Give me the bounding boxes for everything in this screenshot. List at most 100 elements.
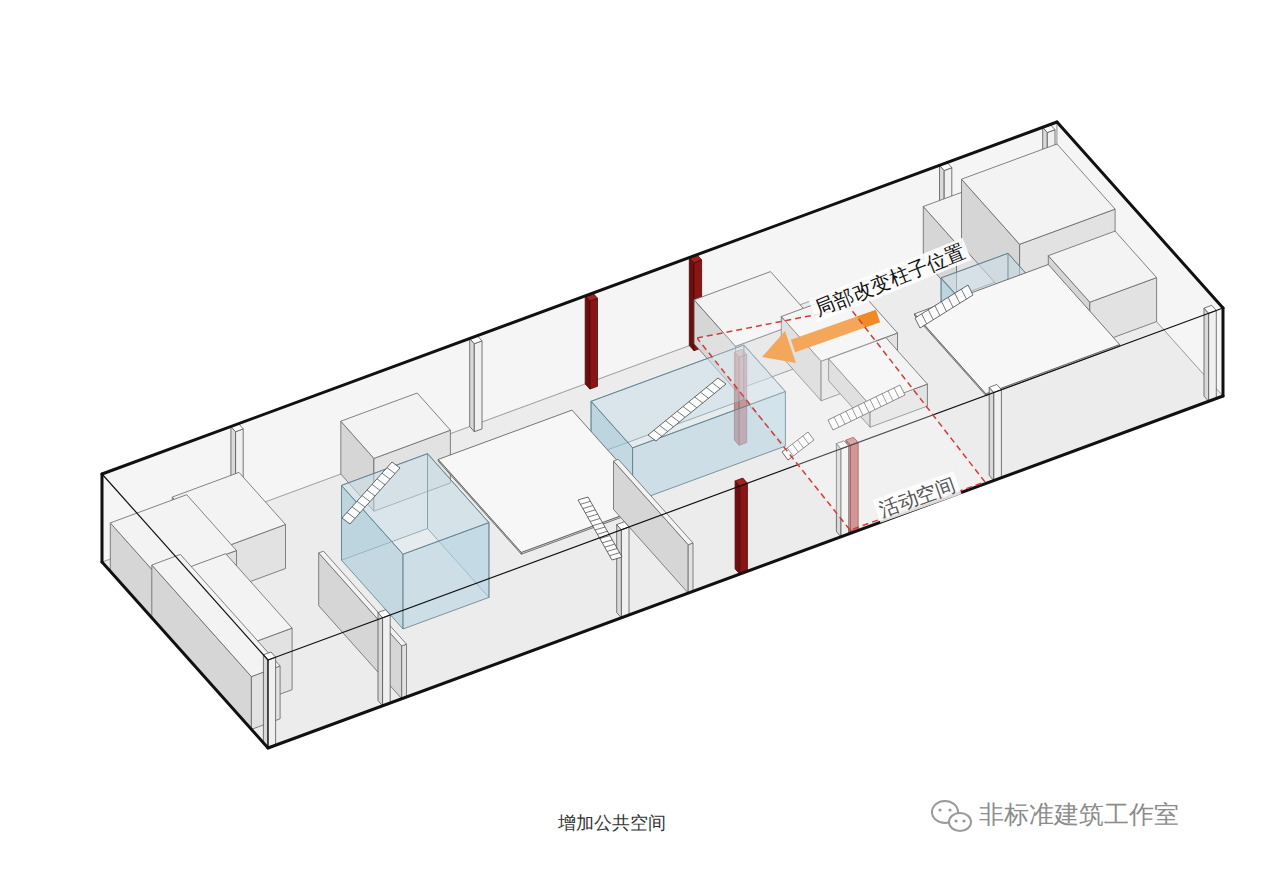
stair-tread	[677, 411, 685, 417]
stair-tread	[706, 388, 714, 394]
moved-column	[735, 478, 747, 574]
stair-tread	[654, 430, 662, 436]
stair	[578, 497, 622, 560]
block-face	[1209, 311, 1217, 402]
stair-tread	[602, 540, 612, 543]
stair-tread	[387, 468, 395, 474]
stair-tread	[607, 548, 617, 551]
stair-tread	[347, 512, 355, 518]
block-face	[152, 554, 280, 676]
stair-tread	[961, 289, 966, 299]
stair-tread	[610, 553, 620, 556]
column	[1204, 305, 1216, 401]
block-face	[474, 341, 482, 432]
block-face	[402, 644, 407, 699]
stair-tread	[695, 397, 703, 403]
stair-tread	[362, 496, 370, 502]
wall-block	[152, 554, 280, 729]
icon-eye	[938, 808, 941, 811]
block-face	[378, 613, 383, 706]
figure-caption: 增加公共空间	[558, 812, 666, 834]
stair-tread	[666, 421, 674, 427]
block-face	[621, 527, 629, 618]
building-model	[102, 122, 1223, 748]
stair-tread	[922, 314, 927, 324]
block-face	[617, 525, 622, 618]
icon-eye	[954, 819, 957, 822]
stair-tread	[588, 514, 598, 517]
stair-tread	[377, 479, 385, 485]
stair-tread	[357, 501, 365, 507]
block-face	[268, 657, 276, 748]
stair-run	[578, 497, 622, 560]
stair-tread	[583, 506, 593, 509]
back-wall	[102, 122, 1057, 562]
outline-edge	[102, 562, 268, 748]
stair-tread	[580, 501, 590, 504]
stair	[342, 462, 400, 524]
stair-tread	[928, 310, 933, 320]
block-face	[1204, 308, 1209, 401]
stair-tread	[352, 507, 360, 513]
outline-edge	[268, 396, 1223, 748]
stair-tread	[712, 383, 720, 389]
block-face	[263, 655, 268, 748]
stair-tread	[367, 490, 375, 496]
block-face	[989, 387, 994, 480]
wechat-icon	[932, 801, 971, 831]
outline-edge	[102, 474, 268, 660]
block-face	[590, 298, 598, 389]
stair-tread	[671, 416, 679, 422]
column	[617, 522, 629, 618]
block-face	[740, 483, 748, 574]
stair-tread	[597, 531, 607, 534]
icon-bubble	[949, 813, 971, 831]
stair-tread	[683, 407, 691, 413]
stair-run	[342, 462, 400, 524]
block-face	[994, 390, 1002, 481]
stair-run	[915, 285, 973, 328]
block-face	[735, 478, 747, 486]
stair-tread	[382, 473, 390, 479]
stair-tread	[593, 523, 603, 526]
building-outline	[102, 122, 1223, 748]
block-face	[319, 551, 407, 646]
block-face	[470, 339, 475, 432]
activity-zone: 活动空间	[697, 305, 987, 533]
callout-note: 局部改变柱子位置	[809, 238, 972, 322]
column	[378, 610, 390, 706]
stair-tread	[595, 527, 605, 530]
block-face	[915, 265, 1120, 394]
column	[989, 385, 1001, 481]
block-face	[735, 481, 740, 574]
outline-edge	[1057, 122, 1223, 308]
watermark: 非标准建筑工作室	[976, 800, 1182, 830]
icon-eye	[962, 819, 965, 822]
block-face	[688, 543, 693, 593]
stair-tread	[689, 402, 697, 408]
block-face	[342, 454, 489, 555]
icon-eye	[948, 808, 951, 811]
mezzanine-slab	[915, 265, 1120, 396]
stair-tread	[935, 306, 940, 316]
stair-tread	[942, 302, 947, 312]
column	[470, 336, 482, 432]
block-face	[341, 393, 451, 458]
outline-edge	[1222, 308, 1225, 396]
outline-edge	[268, 308, 1223, 660]
stair-tread	[585, 510, 595, 513]
block-face	[383, 615, 391, 706]
stair	[648, 378, 726, 441]
column	[263, 652, 275, 748]
block-face	[585, 296, 590, 389]
stair-tread	[660, 426, 668, 432]
stair-tread	[605, 544, 615, 547]
block-face	[689, 258, 694, 351]
stair-run	[648, 378, 726, 441]
outline-edge	[267, 660, 268, 748]
stair-tread	[955, 293, 960, 303]
outline-edge	[101, 474, 104, 562]
moved-column	[585, 293, 597, 389]
